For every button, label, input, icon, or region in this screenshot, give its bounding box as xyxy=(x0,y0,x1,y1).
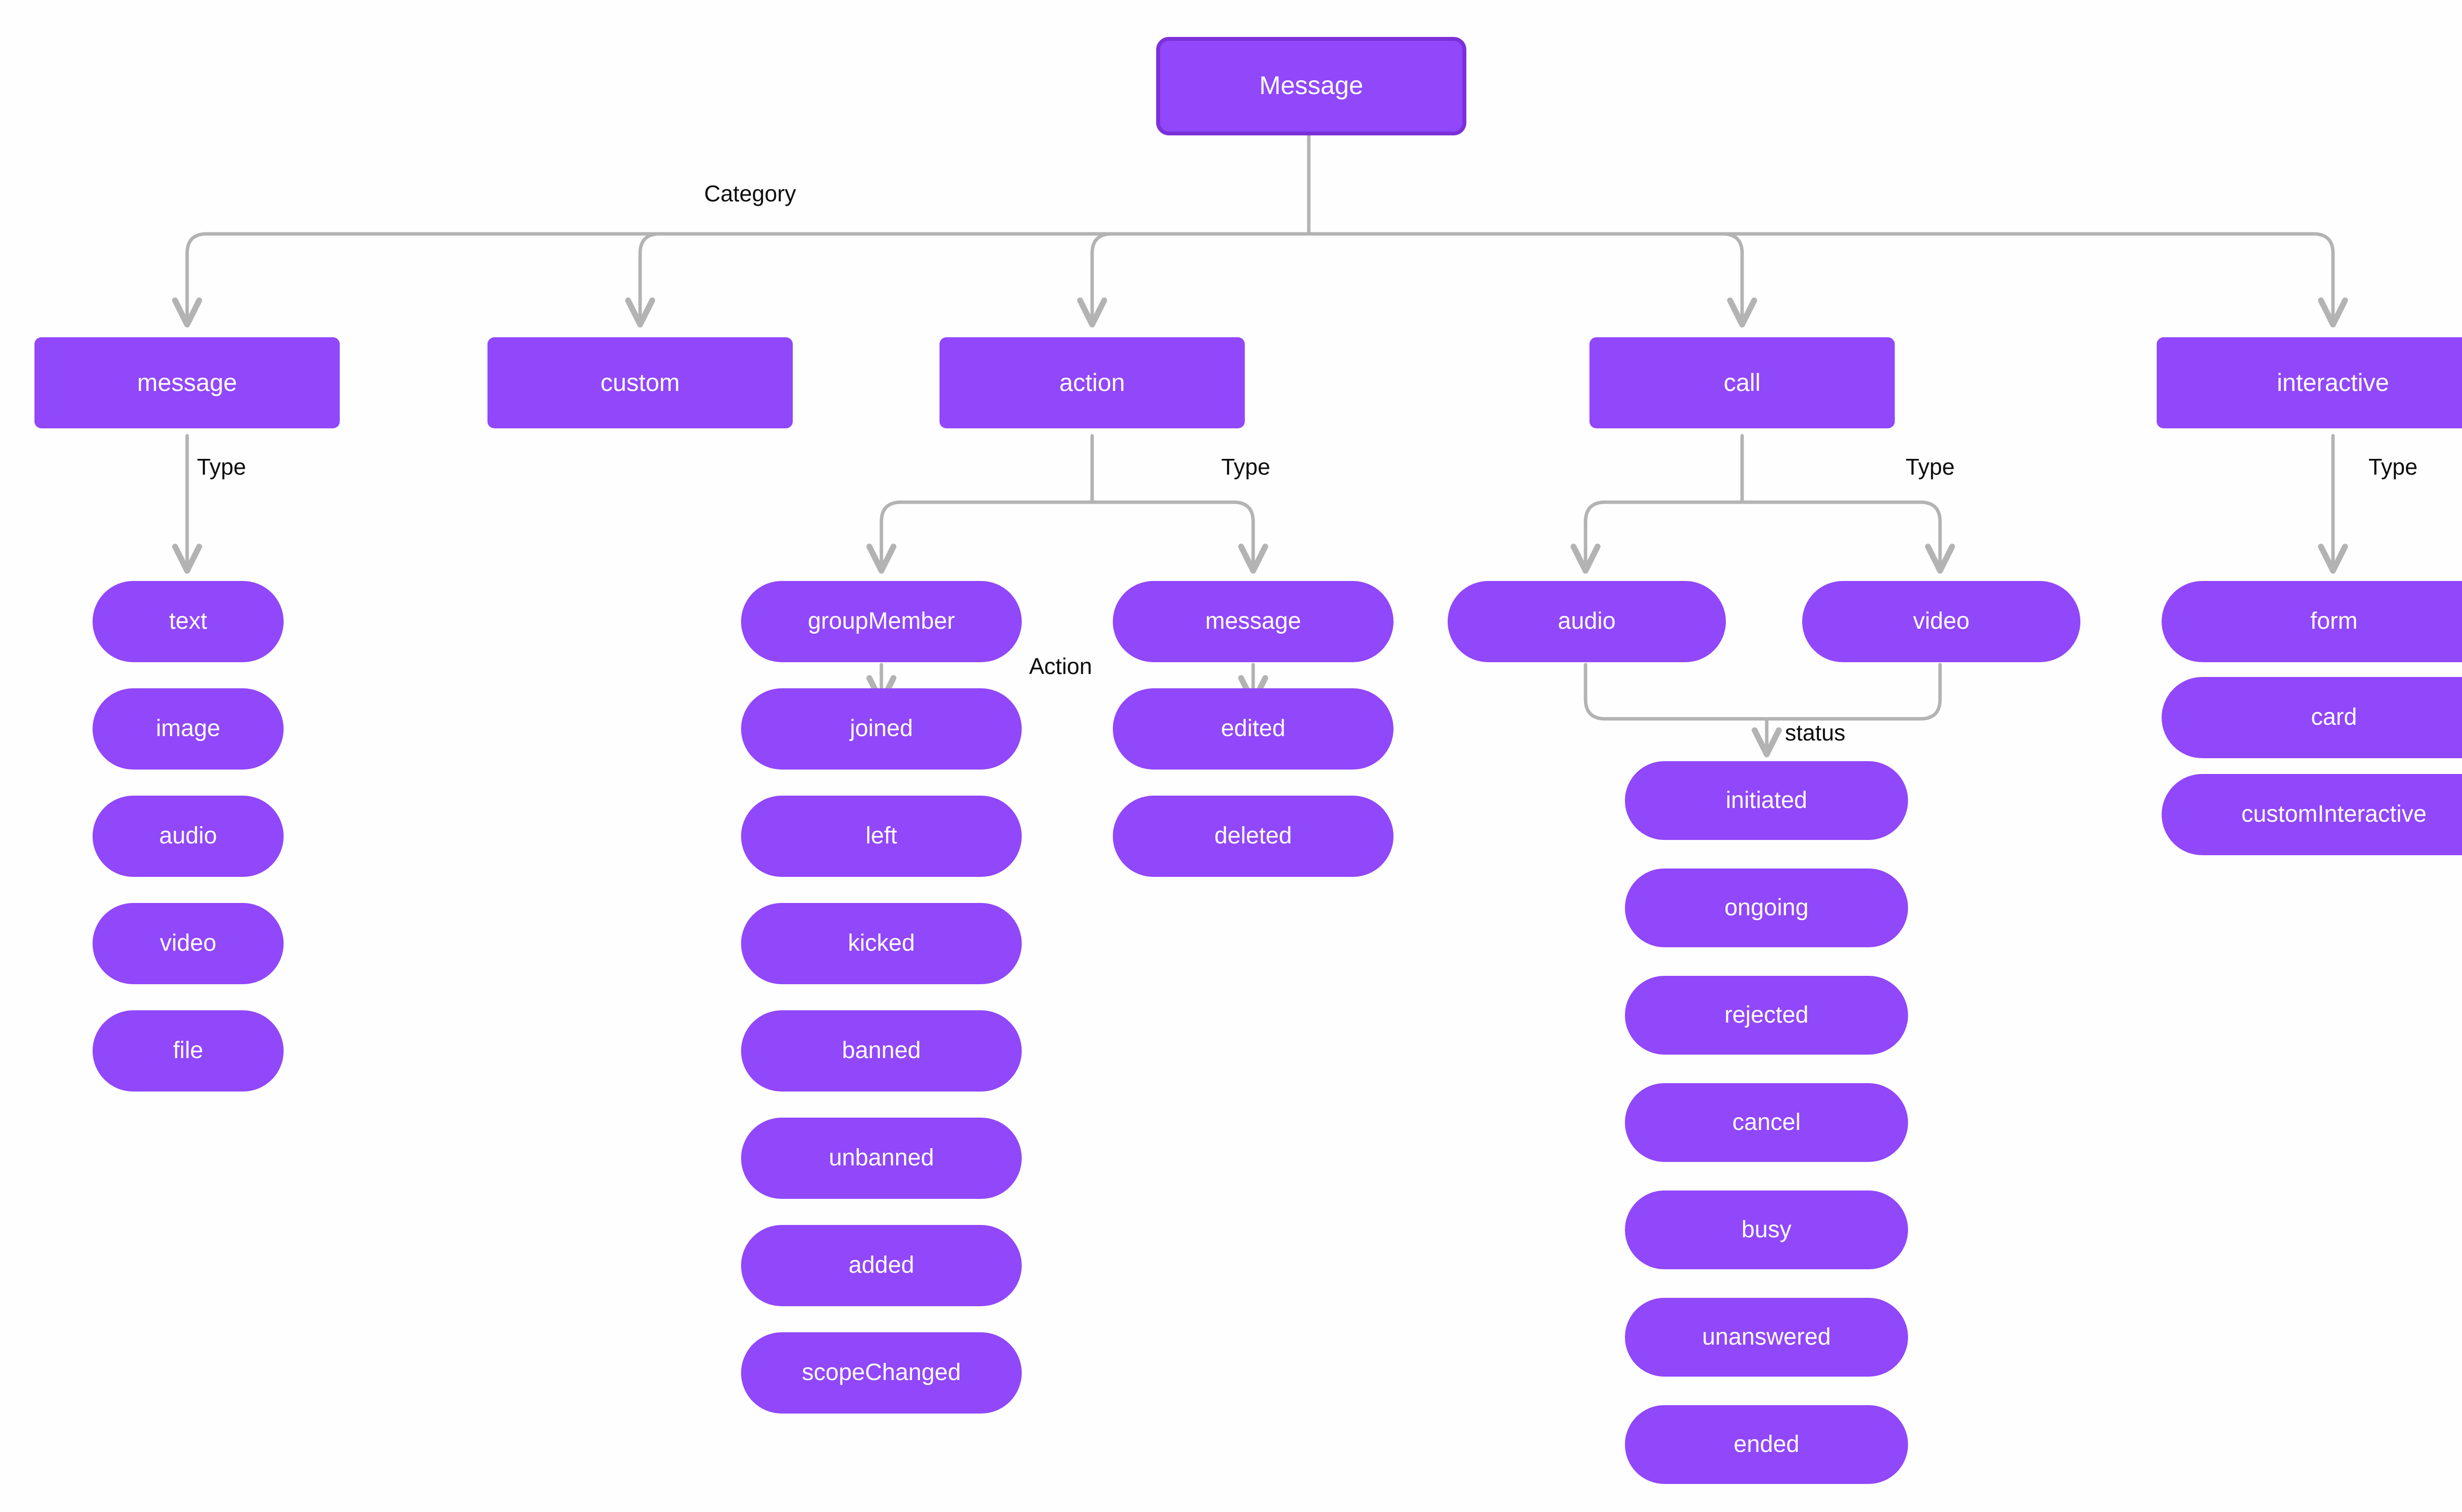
edge-label-type-message: Type xyxy=(197,454,246,480)
node-root-message[interactable]: Message xyxy=(1156,37,1466,135)
edge-label-type-interactive: Type xyxy=(2368,454,2418,480)
edge-label-type-call: Type xyxy=(1906,454,1955,480)
node-message-type-image[interactable]: image xyxy=(93,688,284,770)
node-label: unanswered xyxy=(1702,1323,1831,1350)
node-call-type-video[interactable]: video xyxy=(1802,581,2080,662)
node-label: Message xyxy=(1259,71,1363,100)
node-label: deleted xyxy=(1214,823,1292,849)
node-category-interactive[interactable]: interactive xyxy=(2157,337,2462,428)
node-interactive-type-custominteractive[interactable]: customInteractive xyxy=(2162,774,2462,855)
node-label: ended xyxy=(1733,1431,1800,1457)
node-interactive-type-card[interactable]: card xyxy=(2162,677,2462,758)
node-call-status-ongoing[interactable]: ongoing xyxy=(1625,869,1908,947)
node-message-type-text[interactable]: text xyxy=(93,581,284,662)
edge-label-category: Category xyxy=(704,181,796,206)
node-label: banned xyxy=(842,1037,921,1064)
node-label: left xyxy=(865,823,898,849)
node-label: custom xyxy=(600,369,680,396)
node-label: action xyxy=(1059,369,1125,396)
node-message-type-file[interactable]: file xyxy=(93,1010,284,1092)
node-groupmember-action-banned[interactable]: banned xyxy=(741,1010,1022,1092)
node-message-action-deleted[interactable]: deleted xyxy=(1113,796,1393,877)
node-label: audio xyxy=(1557,608,1616,635)
node-label: edited xyxy=(1221,715,1286,742)
node-label: card xyxy=(2311,704,2357,731)
node-groupmember-action-kicked[interactable]: kicked xyxy=(741,903,1022,984)
node-category-action[interactable]: action xyxy=(939,337,1245,428)
node-label: call xyxy=(1723,369,1761,396)
node-groupmember-action-unbanned[interactable]: unbanned xyxy=(741,1118,1022,1199)
node-groupmember-action-left[interactable]: left xyxy=(741,796,1022,877)
node-groupmember-action-joined[interactable]: joined xyxy=(741,688,1022,770)
node-label: audio xyxy=(159,823,217,849)
node-action-type-message[interactable]: message xyxy=(1113,581,1393,662)
node-label: image xyxy=(156,715,221,742)
node-call-type-audio[interactable]: audio xyxy=(1448,581,1726,662)
node-label: customInteractive xyxy=(2241,801,2427,828)
node-label: message xyxy=(1205,608,1301,635)
node-label: groupMember xyxy=(808,608,955,635)
node-label: added xyxy=(848,1252,914,1279)
node-label: interactive xyxy=(2277,369,2389,396)
edge-label-action: Action xyxy=(1029,653,1092,679)
node-call-status-ended[interactable]: ended xyxy=(1625,1405,1908,1484)
node-call-status-rejected[interactable]: rejected xyxy=(1625,976,1908,1055)
node-label: unbanned xyxy=(829,1145,934,1171)
node-message-type-audio[interactable]: audio xyxy=(93,796,284,877)
node-label: joined xyxy=(849,715,913,742)
node-groupmember-action-scopechanged[interactable]: scopeChanged xyxy=(741,1332,1022,1414)
node-label: rejected xyxy=(1724,1001,1809,1028)
node-label: initiated xyxy=(1725,787,1808,813)
node-label: video xyxy=(1913,608,1970,635)
node-call-status-busy[interactable]: busy xyxy=(1625,1190,1908,1269)
node-label: video xyxy=(160,930,217,957)
node-groupmember-action-added[interactable]: added xyxy=(741,1225,1022,1306)
node-call-status-unanswered[interactable]: unanswered xyxy=(1625,1298,1908,1377)
node-label: ongoing xyxy=(1724,894,1809,921)
edge-label-status: status xyxy=(1785,720,1846,745)
node-label: form xyxy=(2310,608,2358,635)
node-message-type-video[interactable]: video xyxy=(93,903,284,984)
node-label: busy xyxy=(1741,1216,1792,1243)
node-label: scopeChanged xyxy=(802,1359,961,1386)
edge-label-type-action: Type xyxy=(1221,454,1270,480)
node-category-custom[interactable]: custom xyxy=(487,337,793,428)
node-interactive-type-form[interactable]: form xyxy=(2162,581,2462,662)
node-call-status-cancel[interactable]: cancel xyxy=(1625,1083,1908,1162)
node-label: message xyxy=(137,369,237,396)
node-category-call[interactable]: call xyxy=(1589,337,1895,428)
node-label: text xyxy=(169,608,207,635)
node-category-message[interactable]: message xyxy=(34,337,340,428)
node-call-status-initiated[interactable]: initiated xyxy=(1625,761,1908,840)
node-label: kicked xyxy=(847,930,915,957)
node-message-action-edited[interactable]: edited xyxy=(1113,688,1393,770)
node-action-type-groupmember[interactable]: groupMember xyxy=(741,581,1022,662)
node-label: cancel xyxy=(1732,1109,1801,1135)
node-label: file xyxy=(173,1037,203,1064)
